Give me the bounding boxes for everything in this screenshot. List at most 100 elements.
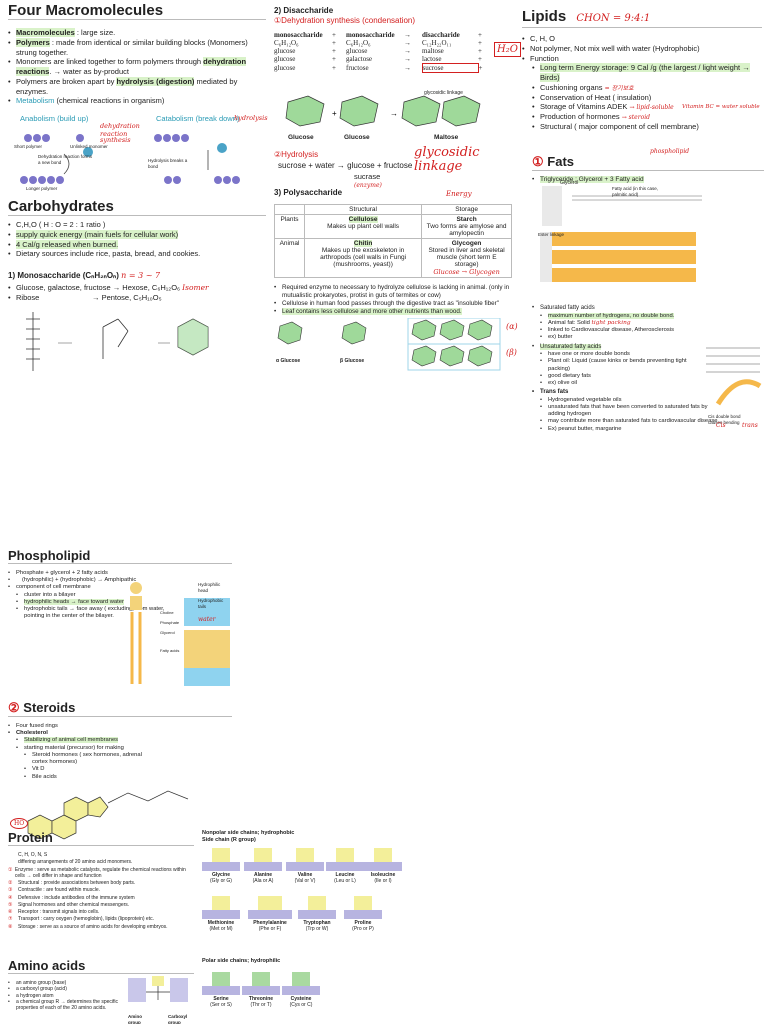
steroids-stabilizing: Stabilizing of animal cell membranes (16, 737, 166, 745)
func-heat: Conservation of Heat ( insulation) (532, 93, 762, 103)
func-vitamins: Storage of Vitamins ADEK → lipid-soluble (532, 102, 762, 112)
polar-section: Polar side chains; hydrophilic Serine(Se… (202, 958, 332, 1022)
catabolism-label: Catabolism (break down) (156, 114, 240, 123)
sat-item-h: maximum number of hydrogens, no double b… (540, 312, 690, 320)
func-energy: Long term Energy storage: 9 Cal /g (the … (532, 63, 762, 83)
trans-item-peanut: Ex) peanut butter, margarine (540, 426, 720, 433)
unsat-items: have one or more double bonds Plant oil:… (540, 351, 690, 387)
phos-glycerol: Glycerol (160, 630, 175, 635)
di-row: glucose+fructose→sucrose+ (274, 62, 483, 73)
cholesterol-diagram (27, 790, 189, 840)
fig-dehydration: Dehydration reaction forms a new bond (38, 154, 93, 165)
poly-bullet-enzyme: Required enzyme to necessary to hydrolyz… (274, 284, 514, 300)
fats-title: ① Fats (532, 154, 764, 171)
phos-tails-label: Hydrophobic tails (198, 598, 224, 609)
bullet-polymers: Polymers : made from identical or simila… (8, 37, 266, 58)
mono-bullets: Glucose, galactose, fructose → Hexose, C… (8, 283, 266, 303)
amino-title: Amino acids (8, 958, 194, 974)
note-synthesis: synthesis (100, 136, 131, 144)
fats-trans-label: trans (742, 422, 758, 429)
amino-list: an amino group (base) a carboxyl group (… (8, 980, 120, 1011)
svg-text:→: → (390, 109, 398, 118)
carbs-title: Carbohydrates (8, 198, 266, 216)
mono-pentose: Ribose→ Pentose, C₅H₁₀O₅ (8, 293, 266, 303)
di-row: monosaccharide+monosaccharide→disacchari… (274, 30, 482, 39)
func-hormones: Production of hormones → steroid (532, 112, 762, 122)
phos-water-label: water (198, 616, 216, 623)
lipids-section: Lipids CHON = 9:4:1 C, H, O Not polymer,… (522, 8, 762, 155)
note-hydrolysis: hydrolysis (234, 114, 268, 122)
unsat-title: Unsaturated fatty acids (532, 343, 682, 352)
di-enzyme: (enzyme) (354, 182, 382, 189)
steroids-subsub: Steroid hormones ( sex hormones, adrenal… (24, 752, 154, 781)
phos-amphipathic: (hydrophilic) + (hydrophobic) → Amphipat… (8, 577, 168, 584)
phos-title: Phospholipid (8, 548, 232, 564)
mono-title: 1) Monosaccharide (CₙH₂ₙOₙ) n = 3 ~ 7 (8, 271, 161, 280)
fats-cis-label: Cis (716, 422, 726, 429)
fats-ester: Ester linkage (538, 232, 565, 237)
svg-text:+: + (332, 109, 337, 118)
phos-section: Phospholipid Phosphate + glycerol + 2 fa… (8, 548, 232, 686)
unsat-list: Unsaturated fatty acids (532, 343, 682, 352)
di-title: 2) Disaccharide (274, 6, 334, 15)
aa-glycine: Glycine(Gly or G) (202, 848, 240, 884)
protein-list: C, H, O, N, S differing arrangements of … (8, 852, 194, 930)
poly-bullet-fiber: Cellulose in human food passes through t… (274, 300, 514, 308)
phos-membrane: component of cell membrane (8, 584, 168, 591)
polar-title: Polar side chains; hydrophilic (202, 958, 281, 964)
lipids-title: Lipids CHON = 9:4:1 (522, 8, 762, 28)
unsat-item-good: good dietary fats (540, 373, 690, 380)
aa-methionine: Methionine(Met or M) (202, 896, 240, 932)
lipids-cho: C, H, O (522, 34, 762, 44)
sat-title: Saturated fatty acids (532, 305, 682, 313)
aa-proline: Proline(Pro or P) (344, 896, 382, 932)
di-h2o: H₂O (494, 42, 521, 57)
carbs-section: Carbohydrates C,H,O ( H : O = 2 : 1 rati… (8, 198, 266, 382)
sat-item-solid: Animal fat: Solid tight packing (540, 320, 690, 327)
sat-items: maximum number of hydrogens, no double b… (540, 312, 690, 342)
aa-tryptophan: Tryptophan(Trp or W) (298, 896, 336, 932)
di-glyco-label: glycosidic linkage (424, 90, 463, 96)
steroids-bile: Bile acids (24, 774, 154, 781)
func-cushion: Cushioning organs = 장기보호 (532, 83, 762, 93)
nonpolar-title: Nonpolar side chains; hydrophobic (202, 830, 295, 836)
glucose-structures (26, 311, 209, 371)
protein-item: differing arrangements of 20 amino acid … (18, 859, 133, 866)
phos-head-label: Hydrophilic head (198, 582, 221, 593)
steroids-bullets: Four fused rings Cholesterol (8, 723, 232, 738)
steroids-vitd: Vit D (24, 766, 154, 773)
fig-short-polymer: Short polymer (14, 144, 43, 149)
amino-group-label: Amino group (128, 1014, 142, 1024)
aa-leucine: Leucine(Leu or L) (326, 848, 364, 884)
di-hydro-eq: sucrose + water → glucose + fructose (278, 161, 413, 170)
aa-valine: Valine(Val or V) (286, 848, 324, 884)
poly-alpha: α Glucose (276, 358, 301, 364)
lipids-vit-note: Vitamin BC = water soluble (682, 104, 760, 110)
amino-section: Amino acids an amino group (base) a carb… (8, 958, 194, 1024)
trans-item-convert: unsaturated fats that have been converte… (540, 404, 720, 418)
steroids-rings: Four fused rings (8, 723, 232, 730)
steroids-section: ② Steroids Four fused rings Cholesterol … (8, 700, 232, 848)
fats-trig-item: Triglyceride : Glycerol + 3 Fatty acid (532, 176, 764, 184)
poly-bullet-leaf: Leaf contains less cellulose and more ot… (274, 307, 514, 316)
di-sub: ①Dehydration synthesis (condensation) (274, 16, 416, 26)
aa-isoleucine: Isoleucine(Ile or I) (364, 848, 402, 884)
steroids-sub: Stabilizing of animal cell membranes sta… (16, 737, 166, 752)
carbs-energy: supply quick energy (main fuels for cell… (8, 229, 266, 240)
di-row: glucose+galactose→lactose+ (274, 54, 482, 64)
protein-section: Protein C, H, O, N, S differing arrangem… (8, 830, 194, 931)
phos-sub: cluster into a bilayer hydrophilic heads… (16, 592, 176, 621)
protein-title: Protein (8, 830, 194, 846)
nonpolar-sub: Side chain (R group) (202, 836, 256, 843)
phos-choline: Choline (160, 610, 174, 615)
poly-beta-bracket: (β) (506, 348, 517, 357)
di-section: 2) Disaccharide ①Dehydration synthesis (… (274, 6, 521, 189)
carbs-cho: C,H,O ( H : O = 2 : 1 ratio ) (8, 220, 266, 230)
